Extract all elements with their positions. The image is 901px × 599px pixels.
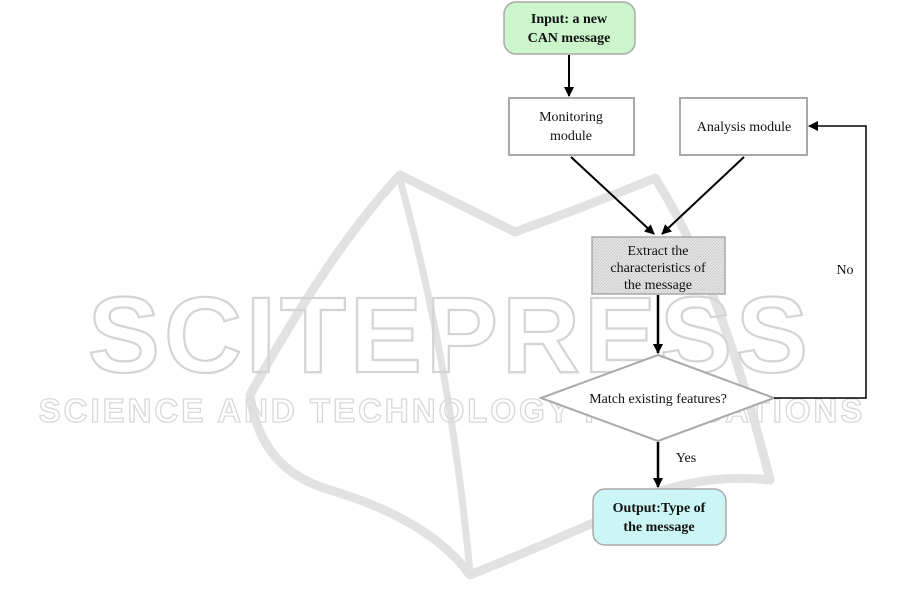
extract-line2: characteristics of: [610, 261, 706, 276]
extract-line1: Extract the: [627, 244, 688, 259]
decision-label: Match existing features?: [589, 392, 727, 407]
analysis-module-label: Analysis module: [697, 120, 792, 135]
extract-characteristics-box: Extract the characteristics of the messa…: [592, 237, 725, 294]
input-node-line1: Input: a new: [531, 12, 608, 27]
output-node-line1: Output:Type of: [613, 501, 706, 516]
decision-diamond: Match existing features?: [541, 355, 774, 441]
arrow-analysis-to-extract: [662, 157, 744, 234]
arrow-monitoring-to-extract: [571, 157, 654, 234]
monitoring-module-box: Monitoring module: [509, 98, 634, 155]
no-label: No: [836, 263, 853, 278]
output-node-line2: the message: [623, 520, 694, 535]
analysis-module-box: Analysis module: [680, 98, 807, 155]
extract-line3: the message: [624, 278, 692, 293]
input-node: Input: a new CAN message: [504, 2, 635, 54]
yes-label: Yes: [676, 451, 696, 466]
output-node: Output:Type of the message: [593, 489, 726, 545]
monitoring-module-line2: module: [550, 129, 592, 144]
arrow-no-loop: [774, 126, 866, 398]
monitoring-module-line1: Monitoring: [539, 110, 603, 125]
input-node-line2: CAN message: [528, 31, 611, 46]
